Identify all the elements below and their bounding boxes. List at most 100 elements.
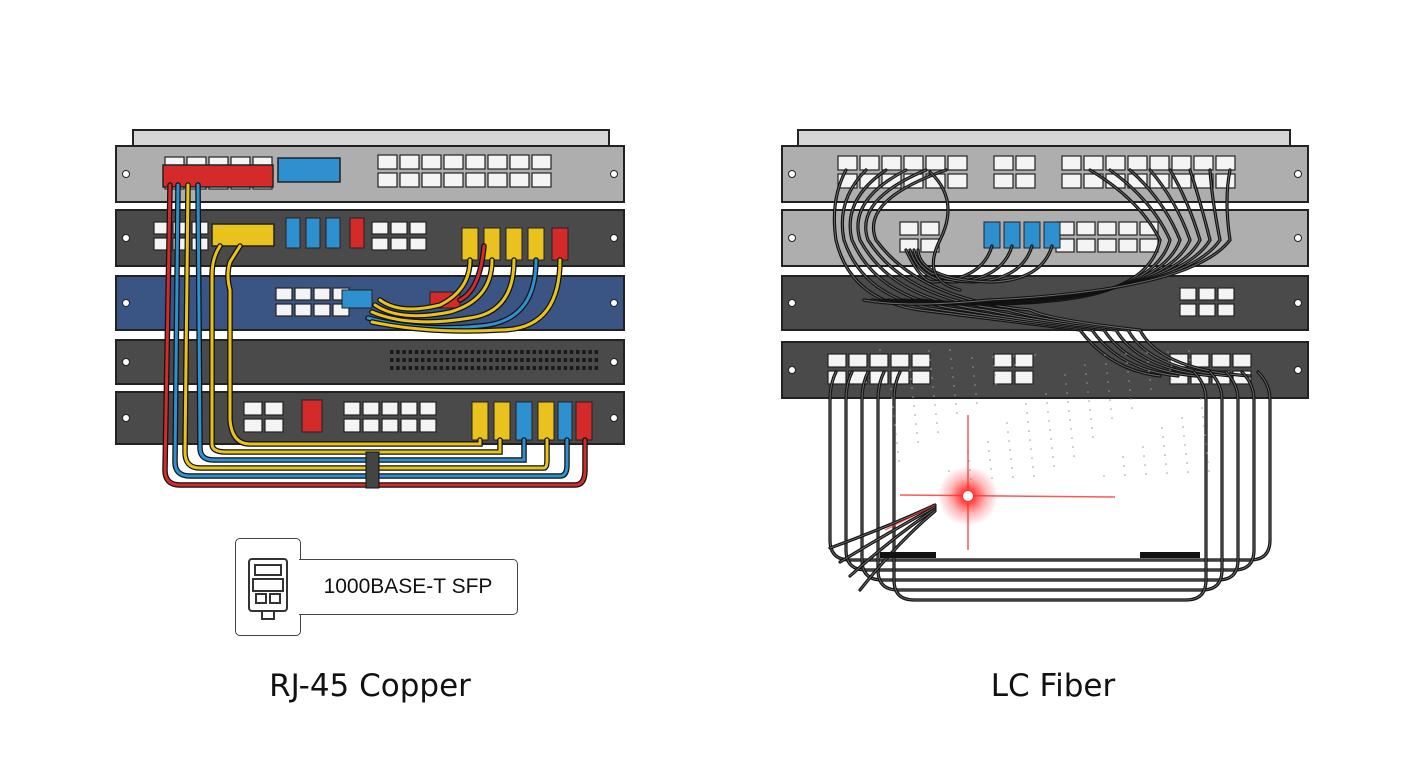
vent-slot	[452, 366, 456, 370]
dust-speck	[1090, 418, 1092, 420]
vent-slot	[483, 350, 487, 354]
mount-hole	[788, 366, 796, 374]
rj45-port	[487, 154, 508, 170]
dust-speck	[1168, 360, 1170, 362]
fiber-cable-highlight	[877, 371, 1223, 591]
lc-connector	[983, 221, 1001, 249]
rj45-port	[1097, 221, 1117, 236]
copper-plug	[285, 217, 301, 249]
dust-speck	[893, 415, 895, 417]
vent-slot	[464, 366, 468, 370]
dust-speck	[1131, 407, 1133, 409]
dust-speck	[928, 350, 930, 352]
mount-hole	[788, 299, 796, 307]
vent-slot	[470, 350, 475, 354]
rj45-port	[465, 154, 486, 170]
dust-speck	[1048, 420, 1050, 422]
dust-speck	[1091, 427, 1093, 429]
copper-plug	[301, 399, 323, 433]
dust-speck	[1047, 411, 1049, 413]
dust-speck	[971, 357, 973, 359]
rj45-port	[837, 155, 858, 171]
dust-speck	[1092, 436, 1094, 438]
copper-plug	[493, 401, 511, 441]
dust-speck	[1064, 374, 1066, 376]
rj45-port	[362, 418, 380, 433]
dust-speck	[952, 376, 954, 378]
dust-speck	[1126, 362, 1128, 364]
rj45-port	[400, 401, 418, 416]
mount-hole	[610, 358, 618, 366]
rj45-port	[848, 353, 868, 368]
dust-speck	[890, 388, 892, 390]
dust-speck	[934, 404, 936, 406]
vent-slot	[402, 366, 406, 370]
rj45-port	[419, 401, 437, 416]
dust-speck	[1013, 355, 1015, 357]
dust-speck	[1188, 350, 1190, 352]
dust-speck	[972, 366, 974, 368]
dust-speck	[1111, 417, 1113, 419]
dust-speck	[1108, 390, 1110, 392]
vent-slot	[514, 358, 518, 362]
vent-slot	[470, 358, 475, 362]
dust-speck	[1146, 352, 1148, 354]
vent-slot	[563, 350, 568, 354]
rj45-port	[911, 353, 931, 368]
dust-speck	[1065, 383, 1067, 385]
rj45-port	[993, 353, 1013, 368]
dust-speck	[1103, 475, 1105, 477]
fiber-cable-highlight	[859, 510, 936, 591]
dust-speck	[955, 403, 957, 405]
rj45-port	[1198, 303, 1216, 317]
copper-cables	[162, 182, 588, 489]
rj45-port	[993, 173, 1014, 189]
dust-speck	[1163, 445, 1165, 447]
fiber-cable-highlight	[863, 169, 1231, 305]
vent-slot	[526, 350, 530, 354]
rj45-port	[1076, 238, 1096, 253]
vent-slot	[501, 366, 506, 370]
rj45-port	[362, 401, 380, 416]
dust-speck	[995, 383, 997, 385]
vent-slot	[594, 350, 599, 354]
dust-speck	[1106, 372, 1108, 374]
vent-slot	[464, 358, 468, 362]
mount-hole	[122, 234, 130, 242]
rj45-port	[993, 370, 1013, 385]
vent-slot	[520, 350, 524, 354]
mount-hole	[788, 234, 796, 242]
dust-speck	[948, 470, 950, 472]
mount-hole	[122, 358, 130, 366]
rj45-port	[509, 172, 530, 188]
copper-plug	[305, 217, 321, 249]
rj45-port	[1061, 155, 1082, 171]
dust-speck	[1011, 467, 1013, 469]
vent-slot	[545, 350, 549, 354]
vent-slot	[445, 366, 450, 370]
copper-plug	[575, 401, 593, 441]
rj45-port	[419, 418, 437, 433]
dust-speck	[1010, 458, 1012, 460]
fiber-cable-highlight	[829, 371, 1271, 561]
mount-hole	[610, 234, 618, 242]
vent-slot	[495, 366, 499, 370]
rj45-port	[294, 303, 312, 317]
cable-tie	[365, 451, 380, 489]
vent-slot	[408, 366, 413, 370]
vent-slot	[582, 350, 586, 354]
mount-hole	[1294, 170, 1302, 178]
dust-speck	[1069, 419, 1071, 421]
rj45-port	[275, 303, 293, 317]
dust-speck	[1026, 412, 1028, 414]
dust-speck	[973, 375, 975, 377]
dust-speck	[1032, 466, 1034, 468]
dust-speck	[895, 433, 897, 435]
fiber-cable-highlight	[849, 169, 1197, 377]
vent-slot	[520, 366, 524, 370]
dust-speck	[1149, 379, 1151, 381]
vent-slot	[445, 358, 450, 362]
dust-speck	[1105, 363, 1107, 365]
fiber-cable-highlight	[905, 245, 993, 283]
rj45-port	[1217, 303, 1235, 317]
